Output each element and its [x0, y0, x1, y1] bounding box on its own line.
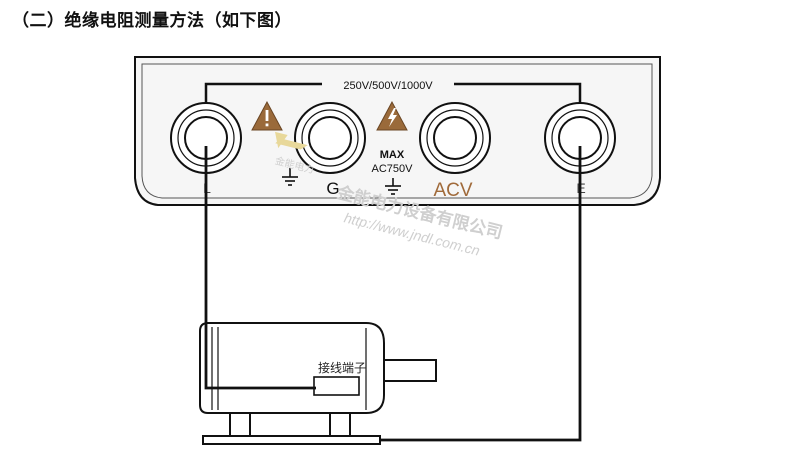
page-title: （二）绝缘电阻测量方法（如下图）	[12, 11, 292, 31]
panel-inner-outline	[141, 63, 653, 199]
max-label: MAX	[380, 149, 405, 161]
terminal-e-socket	[544, 102, 616, 174]
warning-triangle-icon	[376, 100, 408, 131]
motor-base	[202, 413, 381, 445]
motor: 接线端子	[199, 322, 437, 445]
voltage-range-bracket	[204, 82, 582, 104]
panel-outline	[134, 56, 661, 206]
motor-terminal-box	[313, 376, 360, 396]
terminal-g-socket	[294, 102, 366, 174]
test-lead-e	[380, 146, 582, 442]
instrument-panel	[134, 56, 661, 206]
terminal-acv-label: ACV	[433, 180, 472, 201]
watermark-logo-icon	[275, 131, 308, 150]
voltage-range-label: 250V/500V/1000V	[343, 80, 433, 92]
terminal-g-label: G	[326, 179, 339, 198]
motor-terminal-label: 接线端子	[318, 360, 366, 375]
motor-shaft	[380, 359, 437, 382]
terminal-acv-socket	[419, 102, 491, 174]
warning-triangle-icon	[251, 100, 283, 131]
ground-symbol-icon	[385, 178, 401, 195]
ground-symbol-icon	[282, 168, 298, 186]
max-voltage-label: AC750V	[372, 163, 414, 175]
test-lead-l	[204, 146, 316, 390]
